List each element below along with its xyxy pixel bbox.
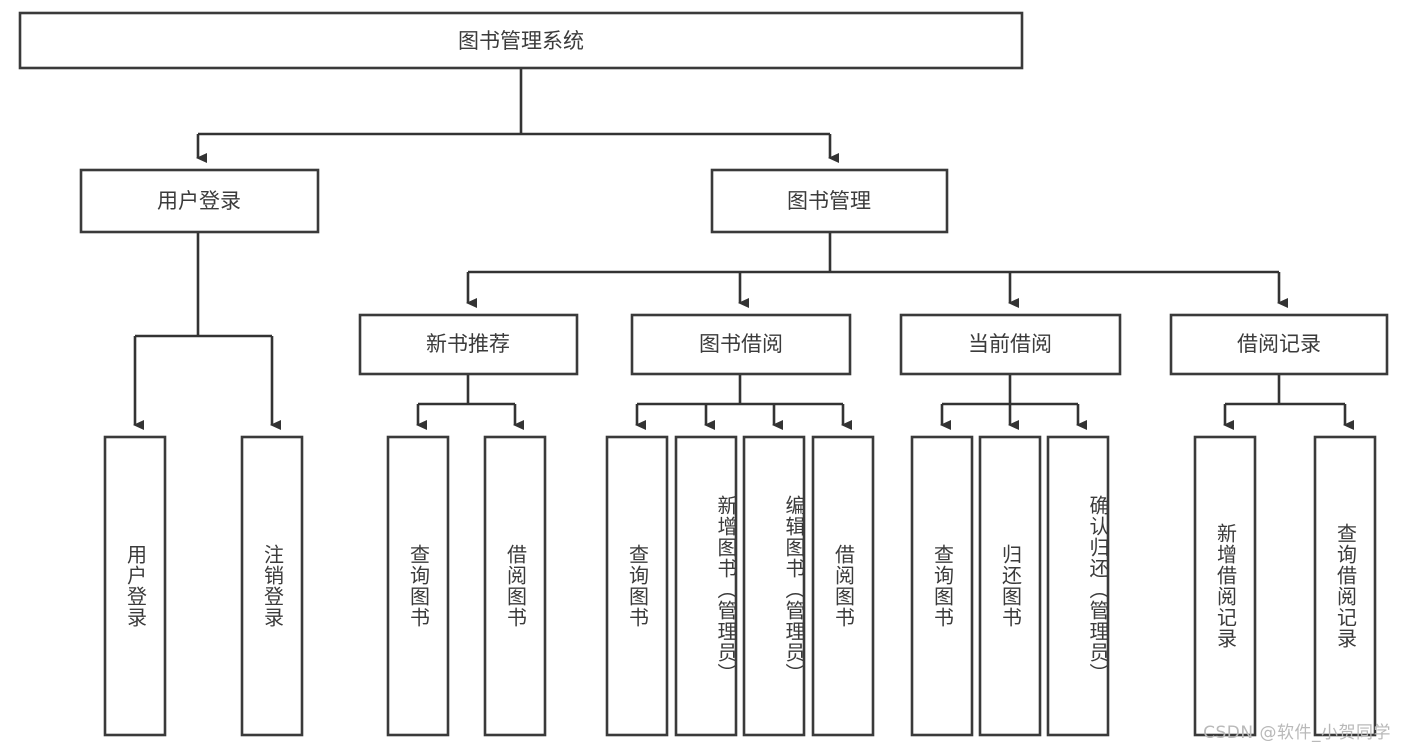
- connector-root-to-level1: [196, 68, 839, 163]
- leaf-current-borrow-2[interactable]: [1046, 435, 1110, 737]
- node-borrow-record[interactable]: [1169, 313, 1389, 376]
- leaf-book-borrow-0[interactable]: [605, 435, 669, 737]
- leaf-user-login-0[interactable]: [103, 435, 167, 737]
- node-current-borrow-label: 当前借阅: [968, 332, 1052, 356]
- connector-currentborrow-to-leaves: [940, 374, 1087, 430]
- leaf-book-borrow-2[interactable]: [742, 435, 806, 737]
- node-book-borrow[interactable]: [630, 313, 852, 376]
- connector-bookborrow-to-leaves: [635, 374, 852, 430]
- node-user-login-label: 用户登录: [157, 189, 241, 213]
- leaf-new-book-0[interactable]: [386, 435, 450, 737]
- leaf-book-borrow-1[interactable]: [674, 435, 738, 737]
- leaf-book-borrow-3[interactable]: [811, 435, 875, 737]
- node-user-login[interactable]: [79, 168, 320, 234]
- connector-newbook-to-leaves: [416, 374, 524, 430]
- node-root-label: 图书管理系统: [458, 29, 584, 53]
- node-borrow-record-label: 借阅记录: [1237, 332, 1321, 356]
- node-book-management[interactable]: [710, 168, 949, 234]
- leaf-borrow-record-1[interactable]: [1313, 435, 1377, 737]
- watermark-text: CSDN @软件_小贺同学: [1203, 723, 1391, 743]
- leaf-current-borrow-1[interactable]: [978, 435, 1042, 737]
- connector-borrowrecord-to-leaves: [1223, 374, 1354, 430]
- node-new-book-recommend-label: 新书推荐: [426, 332, 510, 356]
- node-current-borrow[interactable]: [899, 313, 1122, 376]
- node-root[interactable]: [18, 11, 1024, 70]
- leaf-current-borrow-0[interactable]: [910, 435, 974, 737]
- leaf-new-book-1[interactable]: [483, 435, 547, 737]
- node-book-borrow-label: 图书借阅: [699, 332, 783, 356]
- node-book-management-label: 图书管理: [787, 189, 871, 213]
- node-new-book-recommend[interactable]: [358, 313, 579, 376]
- connector-bookmgmt-to-level2: [466, 232, 1288, 308]
- leaf-user-login-1[interactable]: [240, 435, 304, 737]
- connector-userlogin-to-leaves: [133, 232, 281, 430]
- leaf-borrow-record-0[interactable]: [1193, 435, 1257, 737]
